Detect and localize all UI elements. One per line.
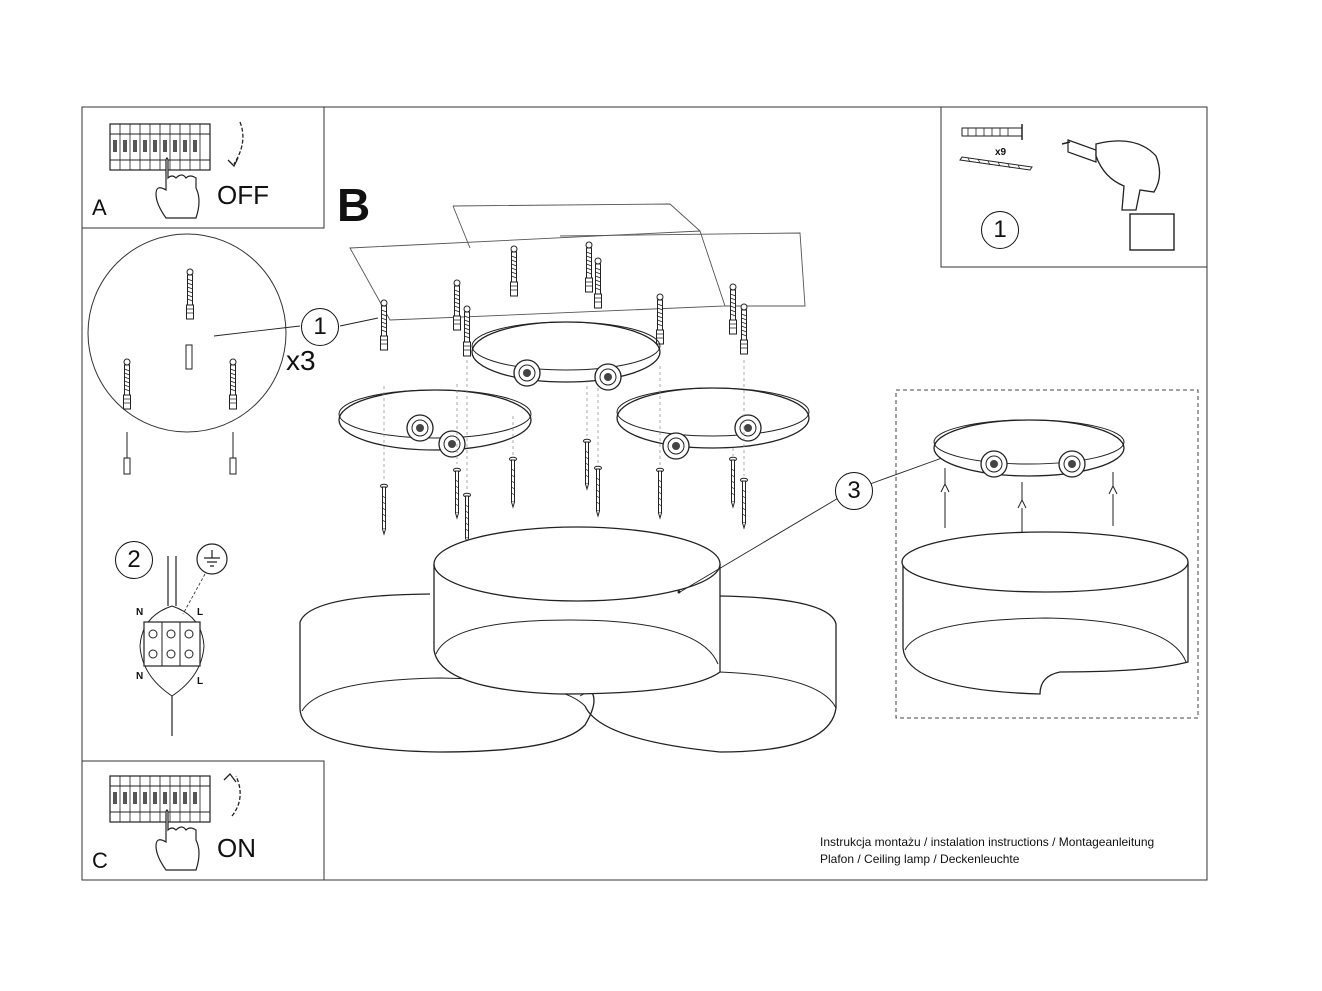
mount-step-badge: 1 <box>301 308 339 346</box>
rotate-down-arrow-icon <box>233 121 244 165</box>
wiring-step-badge: 2 <box>115 541 153 579</box>
mount-multiplier-label: x3 <box>286 345 316 376</box>
ceiling-planes <box>349 203 806 321</box>
switch-on-label: ON <box>217 833 256 863</box>
sheet-border <box>81 106 1208 881</box>
panel-c-letter: C <box>92 848 108 873</box>
mounting-plate-left <box>338 389 532 458</box>
neutral-top-label: N <box>136 607 144 618</box>
footer-instructions-line: Instrukcja montażu / instalation instruc… <box>820 835 1155 849</box>
panel-a-letter: A <box>92 195 107 220</box>
ground-symbol-icon <box>182 543 228 615</box>
neutral-bottom-label: N <box>136 671 144 682</box>
live-bottom-label: L <box>197 676 204 687</box>
anchor-detail-circle <box>87 233 301 475</box>
tools-count-label: x9 <box>995 147 1007 158</box>
panel-c <box>81 760 325 881</box>
mounting-plate-center <box>471 321 661 391</box>
panel-a <box>81 106 325 229</box>
tools-panel <box>940 106 1208 268</box>
breaker-panel-icon <box>109 775 211 823</box>
footer-product-line: Plafon / Ceiling lamp / Deckenleuchte <box>820 852 1020 866</box>
screw-icon <box>959 156 1033 171</box>
wall-plug-icon <box>961 124 1023 140</box>
panel-b-letter: B <box>337 179 371 231</box>
shade-step-badge: 3 <box>835 472 873 510</box>
rotate-up-arrow-icon <box>231 775 241 817</box>
wiring-terminal-diagram <box>139 543 228 736</box>
shade-detail-box <box>895 389 1199 719</box>
live-top-label: L <box>197 607 204 618</box>
switch-off-label: OFF <box>217 180 269 210</box>
tools-step-badge: 1 <box>981 211 1019 249</box>
lamp-shades <box>299 526 837 753</box>
plate-screws <box>380 360 748 544</box>
mounting-plate-right <box>616 387 810 460</box>
drill-icon <box>1061 139 1175 251</box>
breaker-panel-icon <box>109 123 211 171</box>
